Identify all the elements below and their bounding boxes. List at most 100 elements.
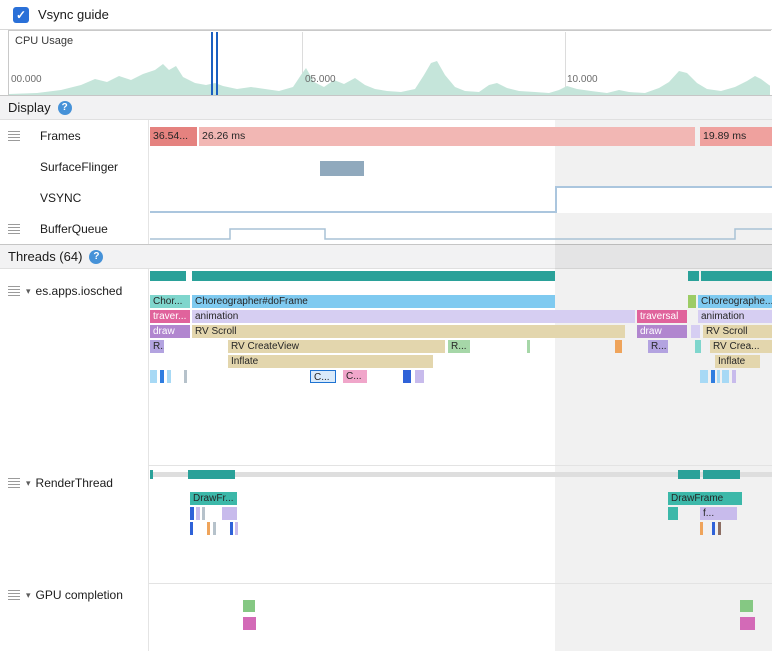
frame-bar[interactable]: 19.89 ms xyxy=(700,127,772,146)
trace-slice[interactable]: R... xyxy=(150,340,164,353)
trace-slice[interactable]: animation xyxy=(698,310,772,323)
thread-state-segment[interactable] xyxy=(192,271,555,281)
trace-slice[interactable] xyxy=(732,370,736,383)
frame-bar[interactable]: 36.54... xyxy=(150,127,197,146)
trace-slice[interactable]: DrawFr... xyxy=(190,492,237,505)
trace-slice[interactable] xyxy=(691,325,700,338)
thread-state-segment[interactable] xyxy=(188,470,235,479)
thread-label-gpu-completion: ▾ GPU completion xyxy=(0,588,123,602)
trace-slice[interactable] xyxy=(403,370,411,383)
trace-slice[interactable]: Choreographer#doFrame xyxy=(192,295,555,308)
collapse-caret-icon[interactable]: ▾ xyxy=(26,478,31,489)
thread-state-segment[interactable] xyxy=(701,271,772,281)
track-label-vsync: VSYNC xyxy=(0,182,148,213)
trace-slice[interactable] xyxy=(150,370,157,383)
trace-slice[interactable] xyxy=(202,507,205,520)
trace-slice[interactable] xyxy=(415,370,424,383)
bufferqueue-timeline[interactable] xyxy=(150,213,772,244)
drag-handle-icon[interactable] xyxy=(8,286,20,296)
trace-slice[interactable]: Inflate xyxy=(715,355,760,368)
thread-state-segment[interactable] xyxy=(688,271,699,281)
track-label-surfaceflinger: SurfaceFlinger xyxy=(0,151,148,182)
trace-slice[interactable]: animation xyxy=(192,310,635,323)
trace-slice[interactable] xyxy=(688,295,696,308)
help-icon[interactable]: ? xyxy=(89,250,103,264)
renderthread-timeline[interactable]: DrawFr... DrawFrame f... xyxy=(150,468,772,582)
trace-slice[interactable]: traversal xyxy=(637,310,687,323)
iosched-timeline[interactable]: Chor...Choreographer#doFrame Choreographe… xyxy=(150,269,772,462)
trace-slice[interactable] xyxy=(190,522,193,535)
trace-slice[interactable]: C... xyxy=(310,370,336,383)
thread-state-segment[interactable] xyxy=(150,470,153,479)
vsync-guide-checkbox[interactable]: ✓ xyxy=(13,7,29,23)
collapse-caret-icon[interactable]: ▾ xyxy=(26,590,31,601)
cpu-usage-label: CPU Usage xyxy=(15,35,73,47)
trace-slice[interactable] xyxy=(695,340,701,353)
trace-slice[interactable]: RV CreateView xyxy=(228,340,445,353)
display-section-header[interactable]: Display ? xyxy=(0,95,772,120)
trace-slice[interactable] xyxy=(222,507,237,520)
surfaceflinger-bar[interactable] xyxy=(320,161,364,176)
trace-slice[interactable]: RV Scroll xyxy=(703,325,772,338)
trace-slice[interactable]: C... xyxy=(343,370,367,383)
trace-slice[interactable] xyxy=(213,522,216,535)
trace-slice[interactable] xyxy=(207,522,210,535)
time-tick-label: 00.000 xyxy=(11,74,42,85)
trace-slice[interactable] xyxy=(167,370,171,383)
cpu-usage-panel[interactable]: CPU Usage 00.00005.00010.000 xyxy=(8,30,771,95)
trace-slice[interactable] xyxy=(712,522,715,535)
drag-handle-icon[interactable] xyxy=(8,478,20,488)
thread-state-segment[interactable] xyxy=(150,271,186,281)
gpu-slice[interactable] xyxy=(740,617,755,630)
trace-slice[interactable]: DrawFrame xyxy=(668,492,742,505)
trace-slice[interactable]: draw xyxy=(150,325,190,338)
trace-slice[interactable] xyxy=(718,522,721,535)
trace-slice[interactable] xyxy=(160,370,164,383)
drag-handle-icon[interactable] xyxy=(8,131,20,141)
trace-slice[interactable] xyxy=(700,522,703,535)
trace-slice[interactable] xyxy=(668,507,678,520)
trace-slice[interactable]: traver... xyxy=(150,310,190,323)
trace-slice[interactable]: Choreographe... xyxy=(698,295,772,308)
trace-slice[interactable]: RV Scroll xyxy=(192,325,625,338)
trace-slice[interactable] xyxy=(230,522,233,535)
gpu-slice[interactable] xyxy=(243,600,255,612)
vsync-timeline[interactable] xyxy=(150,182,772,213)
bufferqueue-signal xyxy=(150,213,772,244)
trace-slice[interactable]: RV Crea... xyxy=(710,340,772,353)
trace-slice[interactable] xyxy=(722,370,729,383)
thread-state-segment[interactable] xyxy=(678,470,700,479)
surfaceflinger-timeline[interactable] xyxy=(150,151,772,182)
trace-slice[interactable] xyxy=(196,507,200,520)
trace-slice[interactable] xyxy=(235,522,238,535)
gpu-slice[interactable] xyxy=(243,617,256,630)
track-name: VSYNC xyxy=(40,191,81,205)
trace-slice[interactable] xyxy=(184,370,187,383)
frame-bar[interactable]: 26.26 ms xyxy=(199,127,695,146)
trace-slice[interactable]: draw xyxy=(637,325,687,338)
trace-slice[interactable] xyxy=(717,370,720,383)
vsync-guide-label: Vsync guide xyxy=(38,7,109,22)
threads-section-title: Threads (64) xyxy=(8,249,82,264)
trace-slice[interactable] xyxy=(190,507,194,520)
drag-handle-icon[interactable] xyxy=(8,590,20,600)
track-label-frames: Frames xyxy=(0,120,148,151)
thread-name: GPU completion xyxy=(36,588,123,602)
thread-track-iosched: ▾ es.apps.iosched Chor...Choreographer#d… xyxy=(0,269,772,462)
trace-slice[interactable]: Chor... xyxy=(150,295,190,308)
collapse-caret-icon[interactable]: ▾ xyxy=(26,286,31,297)
frames-timeline[interactable]: 36.54...26.26 ms 19.89 ms xyxy=(150,120,772,151)
trace-slice[interactable] xyxy=(700,370,708,383)
trace-slice[interactable]: Inflate xyxy=(228,355,433,368)
thread-state-segment[interactable] xyxy=(703,470,740,479)
trace-slice[interactable] xyxy=(615,340,622,353)
trace-slice[interactable]: R... xyxy=(448,340,470,353)
trace-slice[interactable]: f... xyxy=(700,507,737,520)
drag-handle-icon[interactable] xyxy=(8,224,20,234)
trace-slice[interactable] xyxy=(527,340,530,353)
gpu-completion-timeline[interactable] xyxy=(150,585,772,651)
help-icon[interactable]: ? xyxy=(58,101,72,115)
trace-slice[interactable]: R... xyxy=(648,340,668,353)
gpu-slice[interactable] xyxy=(740,600,753,612)
trace-slice[interactable] xyxy=(711,370,715,383)
